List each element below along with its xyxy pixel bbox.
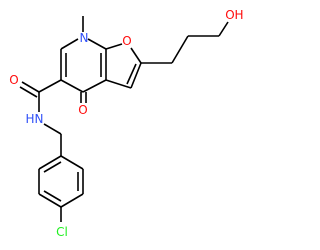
bond-c5-amide bbox=[38, 79, 62, 93]
bond-ar-1 bbox=[60, 155, 84, 170]
bond-c5-c4 bbox=[60, 79, 84, 93]
bond-c7a-n bbox=[87, 38, 107, 50]
chlorine-label: Cl bbox=[56, 225, 68, 239]
bond-c3-c3a bbox=[105, 79, 132, 89]
bond-c2-c3-double bbox=[126, 63, 137, 85]
ketone-oxygen-label: O bbox=[78, 103, 87, 117]
bond-c4-c3a bbox=[82, 79, 107, 93]
bond-o-c2 bbox=[130, 47, 142, 64]
hydroxyl-oxygen-label: O bbox=[225, 8, 234, 22]
atom-labels: O H N O O O H N Cl bbox=[9, 8, 243, 239]
ring-nitrogen-label: N bbox=[80, 31, 89, 45]
bond-n-ch2 bbox=[43, 123, 62, 135]
bond-chain-2 bbox=[171, 35, 189, 64]
bond-c2-c3 bbox=[130, 62, 142, 89]
amide-nitrogen-label: N bbox=[35, 112, 44, 126]
bond-ar-4-double bbox=[43, 190, 62, 202]
bond-chain-4 bbox=[218, 21, 229, 37]
hydroxyl-hydrogen-label: H bbox=[234, 8, 243, 22]
amide-hydrogen-label: H bbox=[25, 112, 34, 126]
bond-c7a-o bbox=[105, 43, 123, 50]
furan-oxygen-label: O bbox=[122, 34, 131, 48]
bond-ar-4 bbox=[38, 193, 62, 208]
bond-n-c6 bbox=[60, 38, 79, 50]
bond-ar-6-double bbox=[43, 161, 62, 173]
bond-lines bbox=[19, 16, 229, 222]
amide-oxygen-label: O bbox=[9, 73, 18, 87]
molecule-structure: O H N O O O H N Cl bbox=[9, 8, 243, 239]
bond-amide-o-double bbox=[19, 86, 38, 98]
bond-ar-3 bbox=[60, 193, 84, 208]
bond-ar-6 bbox=[38, 155, 62, 170]
bond-amide-o bbox=[21, 81, 40, 93]
